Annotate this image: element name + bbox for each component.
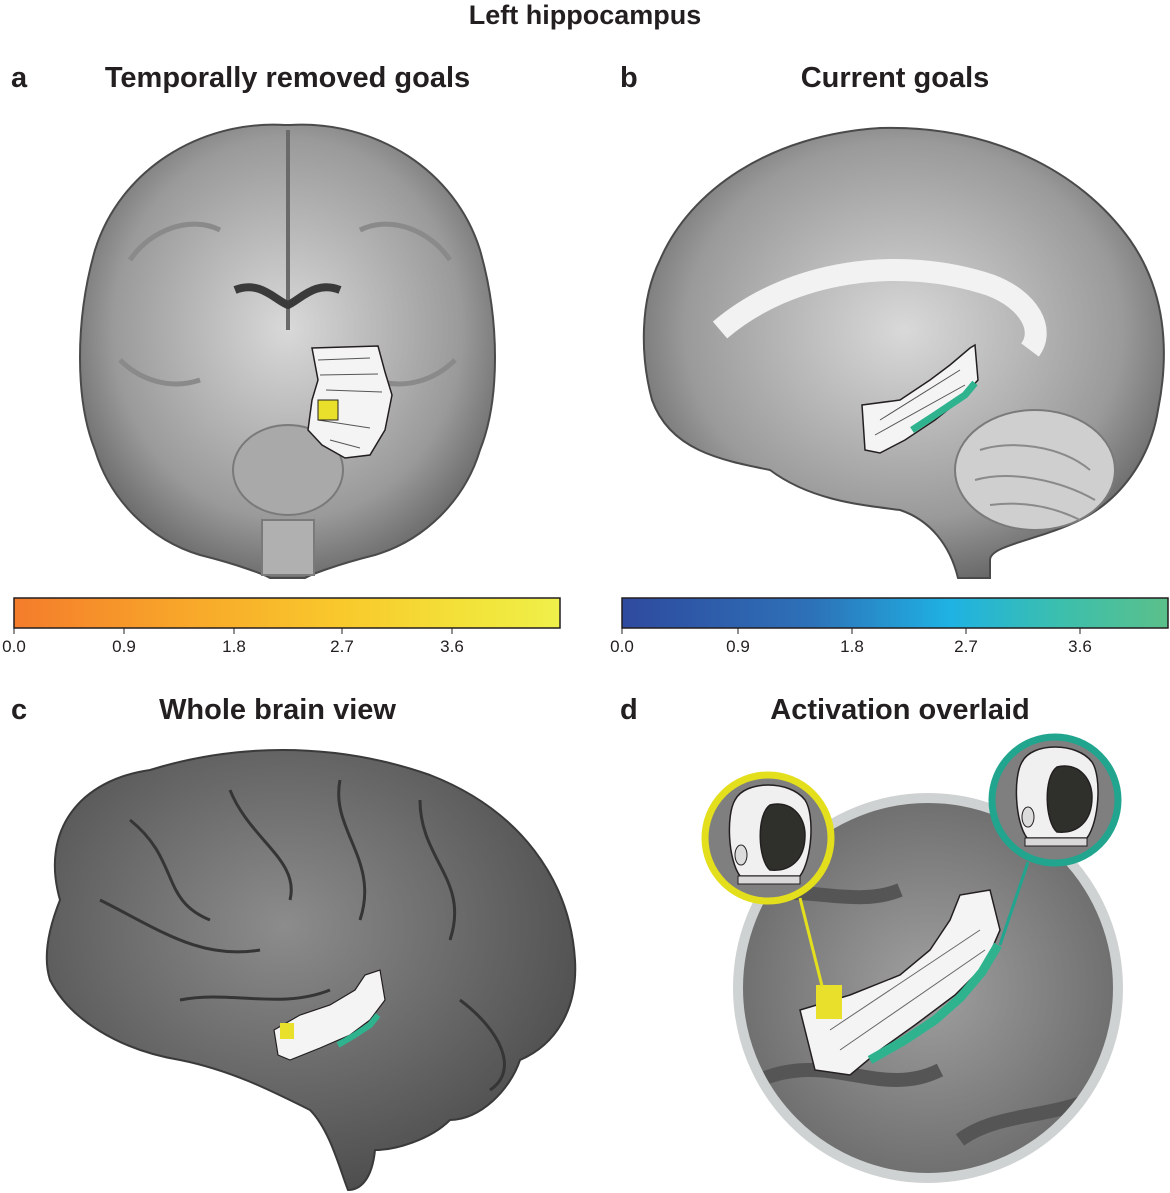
panel-a-letter: a	[11, 62, 28, 94]
colorbar-right-tick: 0.9	[726, 637, 750, 656]
teal-goal-bubble	[988, 733, 1122, 867]
colorbar-current	[621, 597, 1169, 634]
figure-title: Left hippocampus	[468, 0, 702, 30]
colorbar-right-tick: 1.8	[840, 637, 864, 656]
colorbar-left-tick: 0.9	[112, 637, 136, 656]
astronaut-helmet-icon	[728, 784, 812, 885]
colorbar-left-tick: 3.6	[440, 637, 464, 656]
colorbar-left-tick: 1.8	[222, 637, 246, 656]
astronaut-helmet-icon	[1015, 746, 1099, 847]
panel-b-letter: b	[620, 62, 638, 94]
panel-c-title: Whole brain view	[159, 694, 396, 726]
coronal-brain-slice	[79, 123, 496, 579]
colorbar-temporally-removed	[13, 597, 561, 634]
panel-d-title: Activation overlaid	[770, 694, 1030, 726]
panel-c-letter: c	[11, 694, 28, 726]
colorbar-right-tick: 3.6	[1068, 637, 1092, 656]
colorbar-left-tick: 0.0	[2, 637, 26, 656]
colorbar-left-tick: 2.7	[330, 637, 354, 656]
whole-brain-surface	[45, 749, 577, 1192]
colorbar-right-tick: 2.7	[954, 637, 978, 656]
panel-a-title: Temporally removed goals	[104, 62, 471, 94]
colorbar-right-tick: 0.0	[610, 637, 634, 656]
sagittal-brain-slice	[642, 126, 1165, 579]
activation-zoom	[701, 733, 1123, 1183]
panel-d-letter: d	[620, 694, 638, 726]
yellow-goal-bubble	[701, 771, 835, 905]
panel-b-title: Current goals	[800, 62, 990, 94]
